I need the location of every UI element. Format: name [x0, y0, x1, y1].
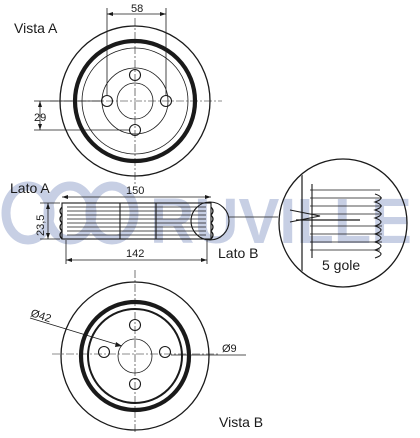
brand-logo-icon: [1, 181, 139, 245]
back-view: [29, 270, 246, 434]
hole-diameter-dimension: Ø9: [222, 343, 237, 355]
grooves-count-label: 5 gole: [322, 257, 360, 273]
side-profile: [40, 195, 278, 264]
front-view-title: Vista A: [14, 20, 58, 36]
bolt-spacing-dimension: 58: [131, 3, 143, 15]
width-dimension: 23,5: [35, 215, 47, 236]
brand-watermark-text: RUVILLE: [150, 185, 412, 257]
bolt-offset-dimension: 29: [34, 112, 46, 124]
pulley-diameter-dimension: 142: [126, 248, 144, 260]
outer-diameter-dimension: 150: [126, 185, 144, 197]
side-a-label: Lato A: [10, 180, 50, 196]
front-view: [34, 8, 222, 184]
back-view-title: Vista B: [219, 414, 263, 430]
bore-diameter-dimension: Ø42: [29, 307, 52, 325]
side-b-label: Lato B: [218, 245, 258, 261]
